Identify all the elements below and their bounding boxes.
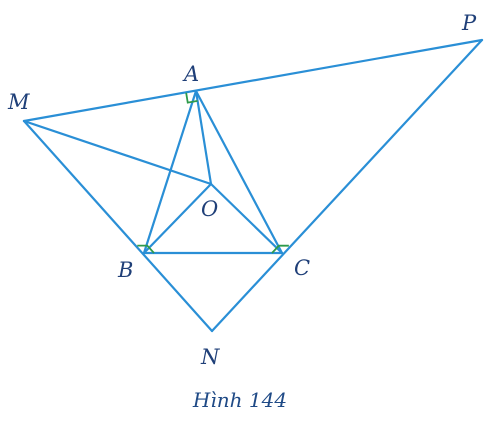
segments-layer xyxy=(22,38,484,333)
figure-caption: Hình 144 xyxy=(192,388,287,412)
right-angle-mark-A xyxy=(185,92,198,104)
point-label-N: N xyxy=(200,345,220,369)
point-label-C: C xyxy=(294,256,310,280)
segment-CO xyxy=(209,182,284,255)
point-label-O: O xyxy=(201,197,218,221)
segment-PN xyxy=(210,38,484,333)
right-angle-marks-layer xyxy=(137,92,289,254)
segment-AB xyxy=(142,89,198,255)
point-label-B: B xyxy=(117,258,133,282)
segment-MN xyxy=(22,119,214,333)
segment-MO xyxy=(22,119,213,186)
segment-BO xyxy=(142,182,213,255)
segment-AO xyxy=(194,89,213,186)
right-angle-mark-C xyxy=(271,244,289,254)
point-label-M: M xyxy=(7,90,30,114)
right-angle-mark-B xyxy=(137,244,155,254)
point-label-A: A xyxy=(182,62,199,86)
segment-AC xyxy=(194,89,284,255)
point-label-P: P xyxy=(461,11,477,35)
point-labels-layer: M A P O B C N xyxy=(7,11,477,369)
segment-MP xyxy=(22,38,484,123)
